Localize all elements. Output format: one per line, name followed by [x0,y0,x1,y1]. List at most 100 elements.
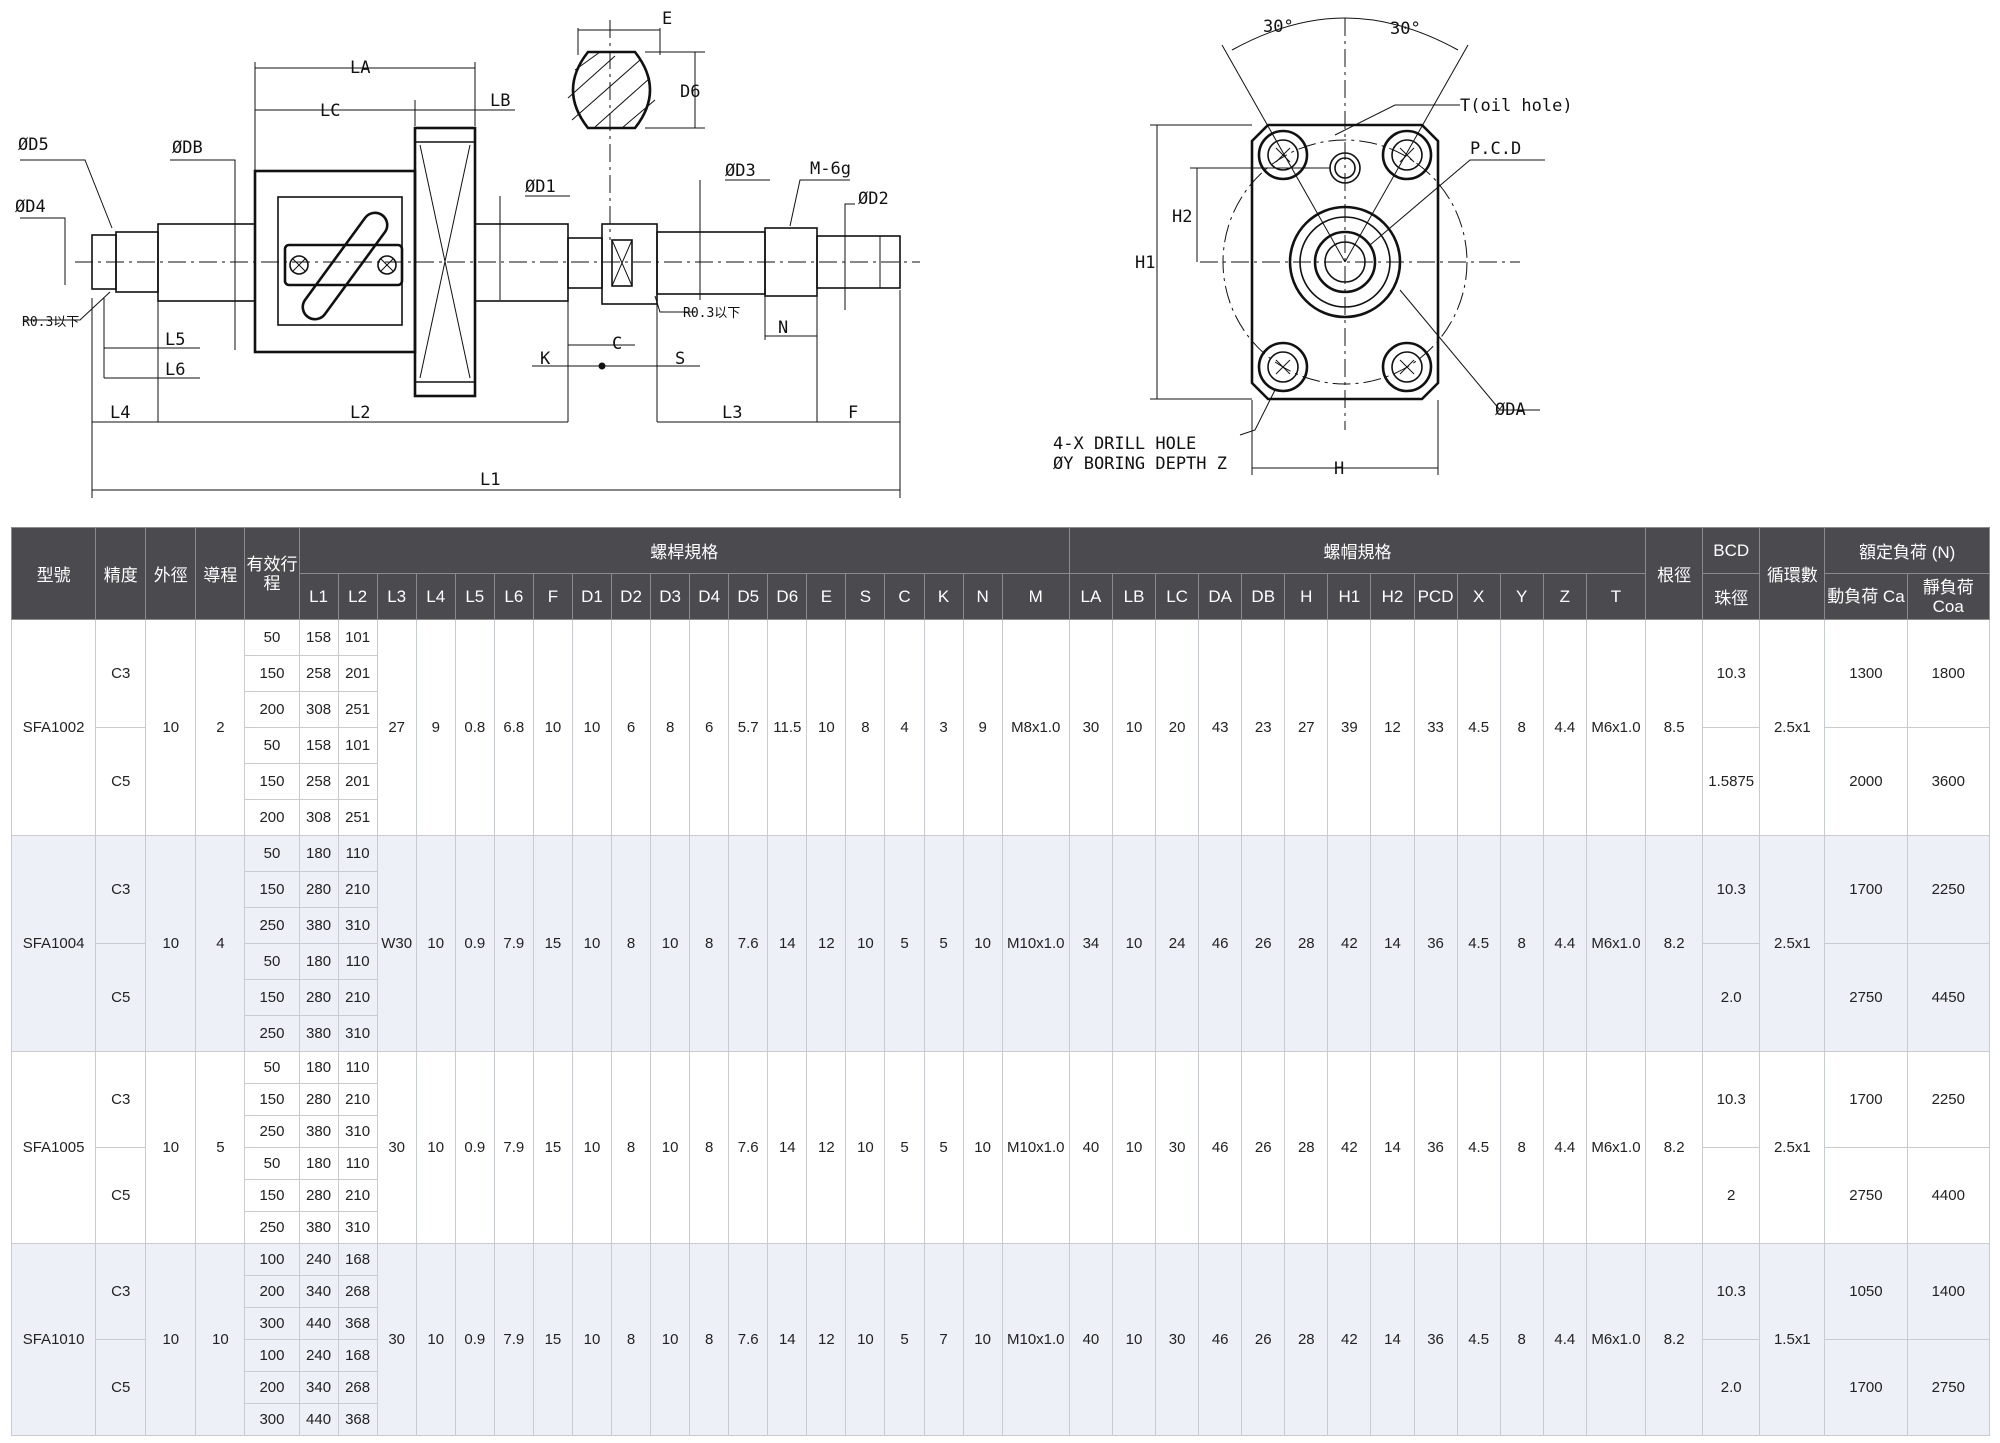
nut-spec-cell: 8 [1499,1051,1544,1244]
nut-spec-cell: 14 [1370,1051,1415,1244]
stroke-cell: 250 [244,1015,300,1052]
screw-spec-cell: 5 [884,835,925,1052]
screw-spec-cell: 12 [806,1051,847,1244]
screw-spec-cell: 10 [415,1243,456,1436]
header-col-s: S [845,573,886,620]
screw-spec-cell: 14 [767,835,808,1052]
header-col-nut-h1: H1 [1327,573,1372,620]
ca-cell: 1700 [1824,1339,1908,1436]
nut-spec-cell: M6x1.0 [1585,1243,1647,1436]
label-DA: ØDA [1495,400,1526,420]
coa-cell: 2250 [1906,835,1991,944]
header-col-d5: D5 [728,573,769,620]
label-LB: LB [490,91,510,111]
screw-spec-cell: 0.9 [454,835,495,1052]
header-col-l2: L2 [337,573,378,620]
screw-spec-cell: 12 [806,835,847,1052]
nut-spec-cell: 46 [1198,1051,1243,1244]
label-K: K [540,349,551,369]
label-D5: ØD5 [18,135,49,155]
screw-spec-cell: 15 [532,835,573,1052]
header-col-d2: D2 [611,573,652,620]
header-ball: 珠徑 [1702,573,1761,620]
l2-cell: 168 [337,1339,378,1372]
coa-cell: 3600 [1906,727,1991,836]
label-R1: R0.3以下 [22,315,79,330]
l1-cell: 258 [298,655,339,692]
l1-cell: 158 [298,619,339,656]
stroke-cell: 250 [244,1115,300,1148]
nut-spec-cell: 4.5 [1456,1051,1501,1244]
label-L4: L4 [110,403,130,423]
screw-spec-cell: 10 [571,619,613,836]
label-D2: ØD2 [858,189,889,209]
screw-spec-cell: M8x1.0 [1001,619,1070,836]
nut-spec-cell: M6x1.0 [1585,619,1647,836]
header-col-nut-lb: LB [1111,573,1157,620]
stroke-cell: 50 [244,619,300,656]
screw-spec-cell: 15 [532,1051,573,1244]
precision-cell: C5 [95,1339,147,1436]
nut-spec-cell: 46 [1198,835,1243,1052]
bcd-cell: 10.3 [1702,835,1761,944]
nut-spec-cell: 30 [1155,1243,1200,1436]
l1-cell: 380 [298,1211,339,1244]
l1-cell: 340 [298,1371,339,1404]
header-col-nut-z: Z [1542,573,1587,620]
label-R2: R0.3以下 [683,306,740,321]
ca-cell: 2000 [1824,727,1908,836]
screw-spec-cell: 8 [611,1243,652,1436]
screw-spec-cell: 10 [571,1243,613,1436]
l2-cell: 251 [337,799,378,836]
stroke-cell: 200 [244,1275,300,1308]
label-L3: L3 [722,403,742,423]
label-F: F [848,403,858,423]
ca-cell: 1700 [1824,1051,1908,1148]
stroke-cell: 100 [244,1243,300,1276]
header-circuits: 循環數 [1759,527,1826,620]
label-S: S [675,349,685,369]
l2-cell: 268 [337,1275,378,1308]
nut-spec-cell: 33 [1413,619,1458,836]
nut-spec-cell: 12 [1370,619,1415,836]
header-col-d1: D1 [571,573,613,620]
header-screw-group: 螺桿規格 [298,527,1070,574]
l2-cell: 368 [337,1307,378,1340]
header-col-n: N [962,573,1003,620]
l1-cell: 158 [298,727,339,764]
header-col-nut-da: DA [1198,573,1243,620]
precision-cell: C5 [95,727,147,836]
od-cell: 10 [145,619,197,836]
screw-spec-cell: 5 [923,1051,964,1244]
nut-spec-cell: 42 [1327,835,1372,1052]
ball-cell: 1.5875 [1702,727,1761,836]
screw-spec-cell: 7.6 [728,1051,769,1244]
nut-spec-cell: 10 [1111,619,1157,836]
screw-spec-cell: 8 [845,619,886,836]
nut-spec-cell: 39 [1327,619,1372,836]
nut-spec-cell: 28 [1284,1051,1329,1244]
l1-cell: 380 [298,1015,339,1052]
nut-spec-cell: 30 [1068,619,1113,836]
l2-cell: 110 [337,1051,378,1084]
nut-spec-cell: 4.5 [1456,619,1501,836]
l2-cell: 310 [337,1015,378,1052]
stroke-cell: 50 [244,727,300,764]
stroke-cell: 50 [244,1051,300,1084]
nut-spec-cell: 42 [1327,1243,1372,1436]
screw-spec-cell: 8 [611,1051,652,1244]
l2-cell: 101 [337,727,378,764]
screw-spec-cell: 8 [689,1243,730,1436]
l2-cell: 310 [337,1115,378,1148]
ball-cell: 2.0 [1702,943,1761,1052]
l2-cell: 210 [337,1083,378,1116]
root-cell: 8.5 [1645,619,1704,836]
stroke-cell: 300 [244,1403,300,1436]
ball-cell: 2.0 [1702,1339,1761,1436]
header-precision: 精度 [95,527,147,620]
